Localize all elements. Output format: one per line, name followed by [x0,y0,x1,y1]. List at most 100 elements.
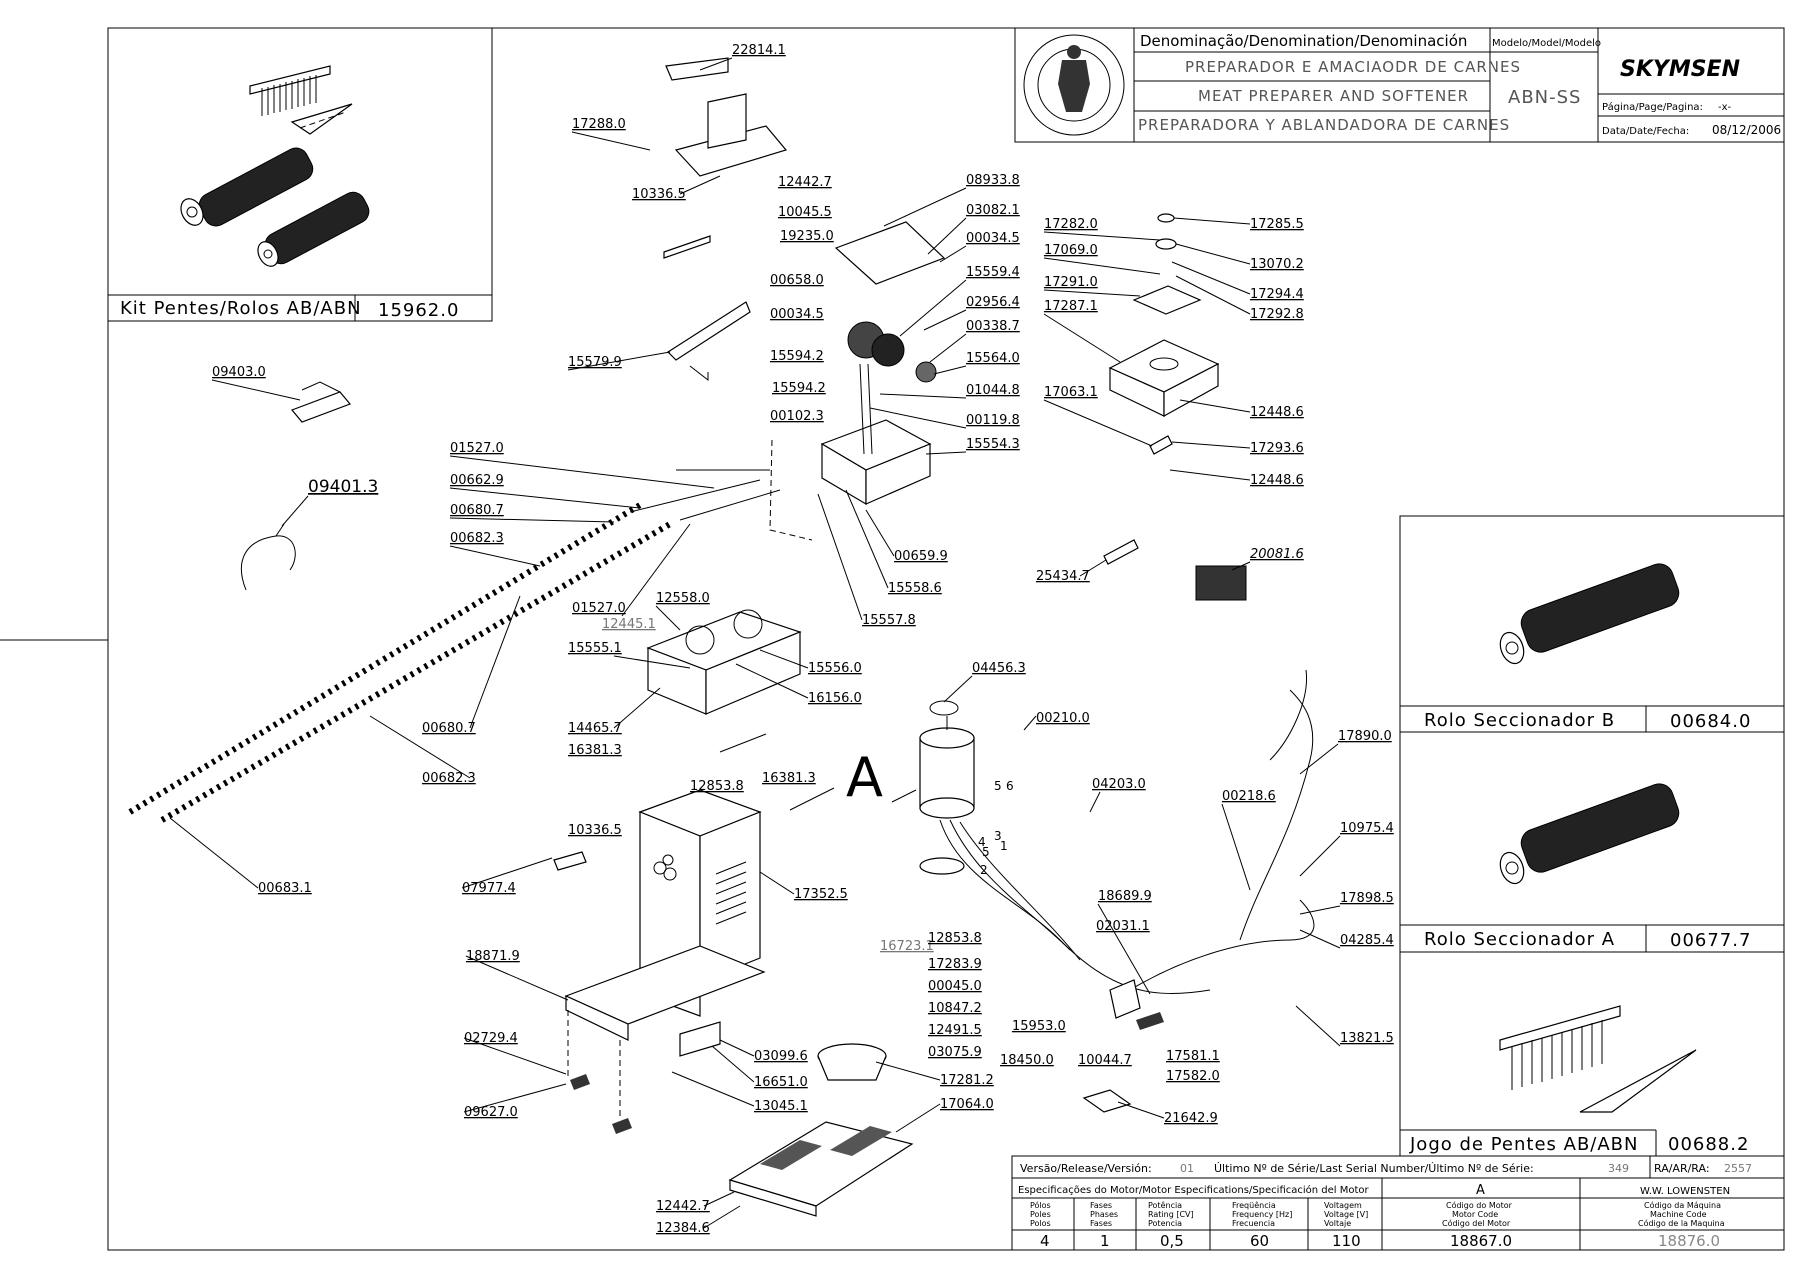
part-label: 00680.7 [422,721,476,736]
svg-text:Potencia: Potencia [1148,1219,1182,1228]
svg-text:Voltage [V]: Voltage [V] [1324,1210,1368,1219]
part-label: 00338.7 [966,319,1020,334]
part-label: 12558.0 [656,591,710,606]
part-label: 15579.9 [568,355,622,370]
part-label: 17069.0 [1044,243,1098,258]
part-label: 09401.3 [308,477,378,497]
part-label: 17292.8 [1250,307,1304,322]
comb-icon [249,65,353,135]
svg-text:Poles: Poles [1030,1210,1051,1219]
wire-number: 5 [994,779,1002,793]
part-label: 00119.8 [966,413,1020,428]
kit-box-code: 15962.0 [378,300,459,321]
part-label: 09627.0 [464,1105,518,1120]
part-label: 17582.0 [1166,1069,1220,1084]
part-label: 25434.7 [1036,569,1090,584]
part-label: 00658.0 [770,273,824,288]
side-box-code: 00688.2 [1668,1134,1749,1155]
part-label: 00034.5 [966,231,1020,246]
part-label: 12442.7 [778,175,832,190]
part-label: 09403.0 [212,365,266,380]
part-label: 12448.6 [1250,405,1304,420]
side-box-code: 00684.0 [1670,711,1751,732]
part-label: 17288.0 [572,117,626,132]
roller-disc-stack [128,502,672,823]
part-label: 19235.0 [780,229,834,244]
part-label: 16381.3 [762,771,816,786]
part-label: 10336.5 [568,823,622,838]
svg-text:Voltaje: Voltaje [1324,1219,1351,1228]
part-label: 04285.4 [1340,933,1394,948]
part-label: 17898.5 [1340,891,1394,906]
part-label: 18871.9 [466,949,520,964]
bottom-info-block: Versão/Release/Versión: 01 Último Nº de … [1011,1155,1785,1251]
motor-col-motor-code: Código do Motor Motor Code Código del Mo… [1442,1200,1513,1250]
part-label: 16381.3 [568,743,622,758]
svg-text:Fases: Fases [1090,1219,1112,1228]
roller-icon [257,191,370,267]
voltage-value: 110 [1332,1232,1361,1250]
part-label: 17890.0 [1338,729,1392,744]
page-label: Página/Page/Pagina: [1602,101,1703,113]
part-label: 00662.9 [450,473,504,488]
side-box-rolo-b: Rolo Seccionador B 00684.0 [1399,515,1785,733]
part-label: 02729.4 [464,1031,518,1046]
part-label: 00680.7 [450,503,504,518]
part-label: 17063.1 [1044,385,1098,400]
product-name-pt: PREPARADOR E AMACIAODR DE CARNES [1185,58,1521,76]
part-label: 14465.7 [568,721,622,736]
part-label: 00045.0 [928,979,982,994]
part-label: 00682.3 [450,531,504,546]
part-label: 17064.0 [940,1097,994,1112]
svg-text:Voltagem: Voltagem [1324,1201,1362,1210]
kit-box: Kit Pentes/Rolos AB/ABN 15962.0 [107,27,493,322]
part-label: 00034.5 [770,307,824,322]
parts-geometry: A [128,57,1315,1217]
side-box-caption: Jogo de Pentes AB/ABN [1409,1134,1638,1155]
part-label: 12384.6 [656,1221,710,1236]
part-label: 03075.9 [928,1045,982,1060]
part-label: 17581.1 [1166,1049,1220,1064]
part-label: 21642.9 [1164,1111,1218,1126]
part-label: 16723.1 [880,939,934,954]
rating-value: 0,5 [1160,1232,1184,1250]
part-label: 17285.5 [1250,217,1304,232]
part-label: 20081.6 [1250,547,1304,562]
machine-code-value: 18876.0 [1658,1232,1720,1250]
serial-value: 349 [1608,1162,1629,1175]
product-name-en: MEAT PREPARER AND SOFTENER [1198,87,1469,105]
part-label: 18450.0 [1000,1053,1054,1068]
model-value: ABN-SS [1508,87,1581,108]
wire-number: 4 [978,835,986,849]
part-label: 00102.3 [770,409,824,424]
part-label: 18689.9 [1098,889,1152,904]
part-label: 13045.1 [754,1099,808,1114]
motor-code-value: 18867.0 [1450,1232,1512,1250]
part-label: 12442.7 [656,1199,710,1214]
svg-text:Frecuencia: Frecuencia [1232,1219,1275,1228]
page-value: -x- [1718,102,1732,113]
part-label: 12853.8 [690,779,744,794]
wire-number: 1 [1000,839,1008,853]
side-box-pentes: Jogo de Pentes AB/ABN 00688.2 [1399,951,1785,1157]
motor-col-rating: Potência Rating [CV] Potencia 0,5 [1148,1200,1194,1250]
svg-text:Código del Motor: Código del Motor [1442,1218,1511,1228]
part-label: 17283.9 [928,957,982,972]
wire-number: 6 [1006,779,1014,793]
part-label: 16156.0 [808,691,862,706]
part-label: 16651.0 [754,1075,808,1090]
part-label: 04456.3 [972,661,1026,676]
part-label: 17352.5 [794,887,848,902]
part-label: 15564.0 [966,351,1020,366]
part-labels: 22814.1 17288.0 10336.5 12442.7 10045.5 … [212,43,1394,1236]
part-label: 08933.8 [966,173,1020,188]
part-label: 10847.2 [928,1001,982,1016]
brand-logo: SKYMSEN [1620,57,1740,82]
motor-wire-numbers: 6 5 3 4 1 5 2 [978,779,1014,877]
motor-col-phases: Fases Phases Fases 1 [1090,1201,1118,1250]
part-label: 12448.6 [1250,473,1304,488]
wire-number: 5 [982,845,990,859]
side-box-caption: Rolo Seccionador A [1424,929,1615,950]
part-label: 15559.4 [966,265,1020,280]
